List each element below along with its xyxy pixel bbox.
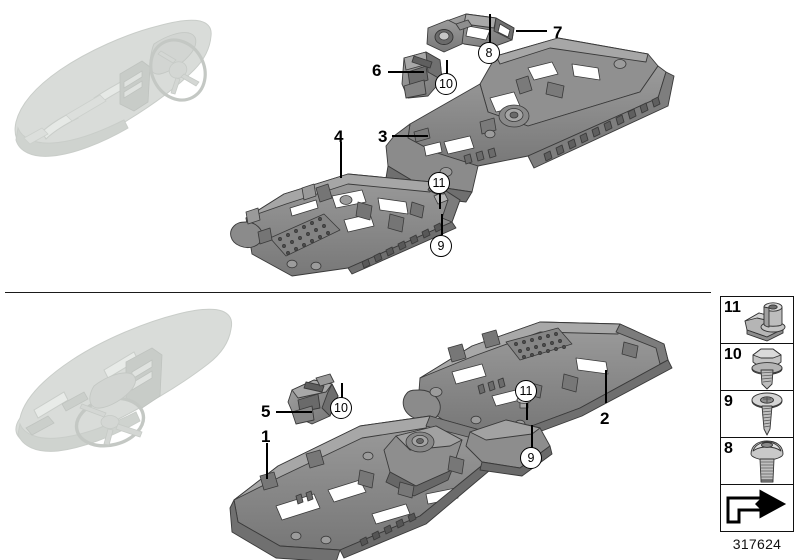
diagram-part-number: 317624 xyxy=(732,536,782,552)
legend-row-8: 8 xyxy=(721,438,793,485)
bent-arrow-outline-icon xyxy=(725,489,789,527)
instrument-panel-ghost-lower xyxy=(8,300,258,480)
instrument-panel-ghost-upper xyxy=(8,10,238,175)
legend-key-8: 8 xyxy=(724,440,733,457)
hex-flange-bolt-icon xyxy=(741,344,791,390)
pan-head-self-tapping-screw-icon xyxy=(741,391,791,437)
upper-exploded-parts-group xyxy=(228,6,675,286)
legend-row-10: 10 xyxy=(721,344,793,391)
section-divider xyxy=(5,292,711,293)
legend-key-10: 10 xyxy=(724,346,742,363)
clip-nut-with-bolt-icon xyxy=(741,297,791,343)
legend-key-9: 9 xyxy=(724,393,733,410)
legend-key-11: 11 xyxy=(724,299,741,316)
fastener-legend: 11 xyxy=(720,296,794,532)
legend-row-11: 11 xyxy=(721,297,793,344)
legend-row-symbol xyxy=(721,485,793,532)
legend-row-9: 9 xyxy=(721,391,793,438)
button-head-bolt-icon xyxy=(741,438,791,484)
lower-exploded-parts-group xyxy=(220,300,690,560)
